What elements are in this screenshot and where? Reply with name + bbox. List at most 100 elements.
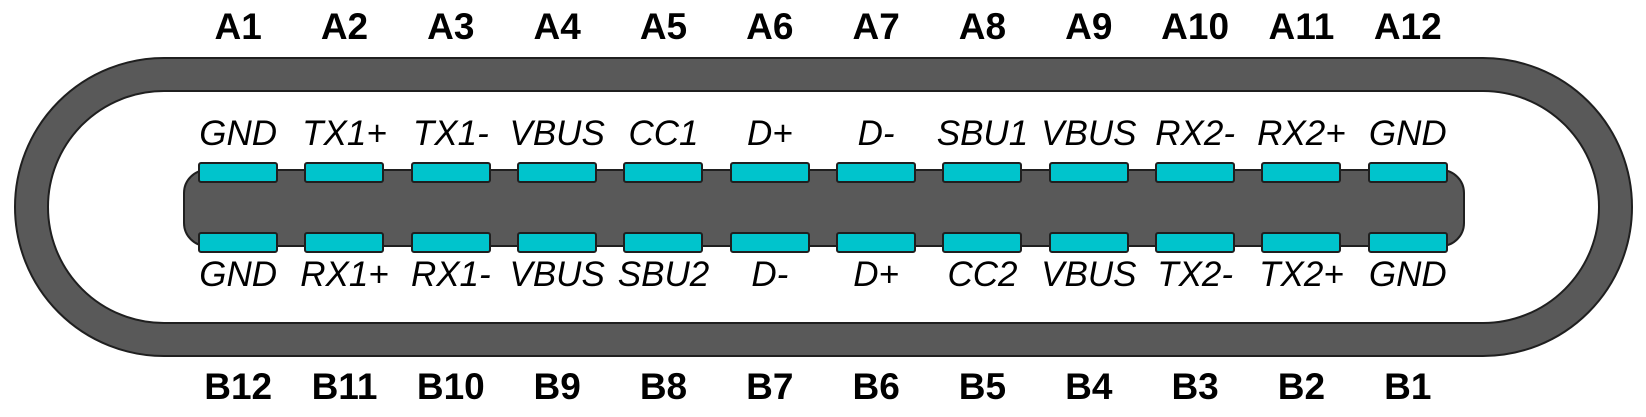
- pin-contact-top: [1367, 162, 1448, 183]
- signal-label-top: RX2+: [1257, 114, 1346, 153]
- pin-number-label-b: B12: [204, 366, 273, 407]
- pin-contact-bottom: [1155, 232, 1236, 253]
- pin-number-label-a: A6: [746, 6, 794, 47]
- pin-number-label-b: B6: [852, 366, 900, 407]
- pin-number-label-a: A8: [958, 6, 1007, 47]
- pin-contact-top: [729, 162, 810, 183]
- pin-number-label-a: A4: [533, 6, 581, 47]
- pin-number-label-a: A11: [1268, 6, 1335, 47]
- signal-label-bottom: RX1-: [410, 255, 491, 294]
- pin-number-label-a: A3: [427, 6, 475, 47]
- signal-label-top: GND: [1368, 114, 1447, 153]
- pin-contact-cell: [291, 232, 397, 253]
- pin-number-label-b: B11: [311, 366, 378, 407]
- pin-contact-top: [623, 162, 704, 183]
- pin-contact-cell: [929, 162, 1035, 183]
- signal-label-bottom: SBU2: [617, 255, 710, 294]
- pin-contact-cell: [185, 162, 291, 183]
- pin-contact-cell: [610, 232, 716, 253]
- signal-label-bottom: RX1+: [300, 255, 389, 294]
- pin-number-label-a: A10: [1161, 6, 1230, 47]
- pin-contact-bottom: [1367, 232, 1448, 253]
- pin-number-label-b: B9: [533, 366, 581, 407]
- pin-contact-top: [304, 162, 385, 183]
- pin-number-label-a: A2: [320, 6, 369, 47]
- signal-row-top: GND TX1+ TX1- VBUS CC1 D+ D- SBU1 VBUS RX2- RX2+ GN…: [185, 111, 1461, 157]
- pin-contact-bottom: [836, 232, 917, 253]
- signal-label-bottom: GND: [1368, 255, 1447, 294]
- signal-label-top: D-: [857, 114, 895, 153]
- pin-contact-row-bottom: [185, 232, 1461, 253]
- pin-contact-bottom: [729, 232, 810, 253]
- pin-contact-top: [1155, 162, 1236, 183]
- signal-label-top: TX1+: [302, 114, 387, 153]
- pin-contact-cell: [823, 162, 929, 183]
- pin-number-label-b: B2: [1277, 366, 1326, 407]
- pin-number-label-b: B3: [1171, 366, 1219, 407]
- pin-number-label-b: B7: [746, 366, 794, 407]
- signal-label-top: D+: [746, 114, 793, 153]
- pin-contact-top: [517, 162, 598, 183]
- pin-number-label-a: A12: [1373, 6, 1442, 47]
- pin-number-label-a: A7: [852, 6, 900, 47]
- signal-label-top: TX1-: [412, 114, 489, 153]
- pin-contact-cell: [398, 232, 504, 253]
- signal-label-bottom: TX2+: [1259, 255, 1344, 294]
- pin-contact-cell: [185, 232, 291, 253]
- pin-contact-bottom: [942, 232, 1023, 253]
- pin-contact-top: [942, 162, 1023, 183]
- pin-contact-cell: [504, 162, 610, 183]
- pin-number-label-b: B10: [416, 366, 485, 407]
- pin-contact-cell: [717, 232, 823, 253]
- pin-contact-bottom: [198, 232, 279, 253]
- pin-number-row-a: A1 A2 A3 A4 A5 A6 A7 A8 A9 A10 A11 A12: [185, 4, 1461, 50]
- signal-label-top: GND: [199, 114, 278, 153]
- pin-contact-cell: [929, 232, 1035, 253]
- signal-label-top: VBUS: [509, 114, 605, 153]
- signal-label-top: VBUS: [1041, 114, 1137, 153]
- pin-contact-cell: [1036, 162, 1142, 183]
- pin-number-label-a: A1: [214, 6, 262, 47]
- pin-contact-bottom: [410, 232, 491, 253]
- signal-label-top: RX2-: [1155, 114, 1235, 153]
- pin-contact-cell: [504, 232, 610, 253]
- pin-contact-cell: [1248, 162, 1354, 183]
- pin-contact-cell: [1248, 232, 1354, 253]
- signal-label-bottom: VBUS: [509, 255, 605, 294]
- pin-contact-bottom: [1261, 232, 1342, 253]
- pin-contact-cell: [1142, 232, 1248, 253]
- pin-contact-top: [1261, 162, 1342, 183]
- signal-label-bottom: D-: [751, 255, 789, 294]
- pin-contact-cell: [1355, 162, 1461, 183]
- pin-contact-cell: [398, 162, 504, 183]
- pin-contact-bottom: [623, 232, 704, 253]
- pin-contact-top: [198, 162, 279, 183]
- pin-number-label-b: B5: [958, 366, 1007, 407]
- pin-number-label-b: B4: [1065, 366, 1113, 407]
- pin-contact-cell: [823, 232, 929, 253]
- pin-number-label-b: B1: [1384, 366, 1432, 407]
- pin-number-label-a: A9: [1065, 6, 1113, 47]
- signal-label-bottom: TX2-: [1157, 255, 1234, 294]
- pin-number-label-a: A5: [639, 6, 688, 47]
- pin-contact-top: [1048, 162, 1129, 183]
- pin-contact-row-top: [185, 162, 1461, 183]
- pin-contact-cell: [1142, 162, 1248, 183]
- signal-label-top: CC1: [628, 114, 699, 153]
- signal-label-bottom: CC2: [947, 255, 1018, 294]
- pin-contact-top: [410, 162, 491, 183]
- pin-contact-bottom: [1048, 232, 1129, 253]
- signal-label-bottom: D+: [853, 255, 899, 294]
- pin-number-label-b: B8: [639, 366, 688, 407]
- pin-contact-cell: [717, 162, 823, 183]
- pin-number-row-b: B12 B11 B10 B9 B8 B7 B6 B5 B4 B3 B2 B1: [185, 364, 1461, 410]
- pin-contact-top: [836, 162, 917, 183]
- signal-label-bottom: VBUS: [1041, 255, 1137, 294]
- pin-contact-cell: [610, 162, 716, 183]
- signal-label-top: SBU1: [936, 114, 1029, 153]
- pin-contact-bottom: [304, 232, 385, 253]
- connector-tongue: [183, 169, 1465, 247]
- pin-contact-bottom: [517, 232, 598, 253]
